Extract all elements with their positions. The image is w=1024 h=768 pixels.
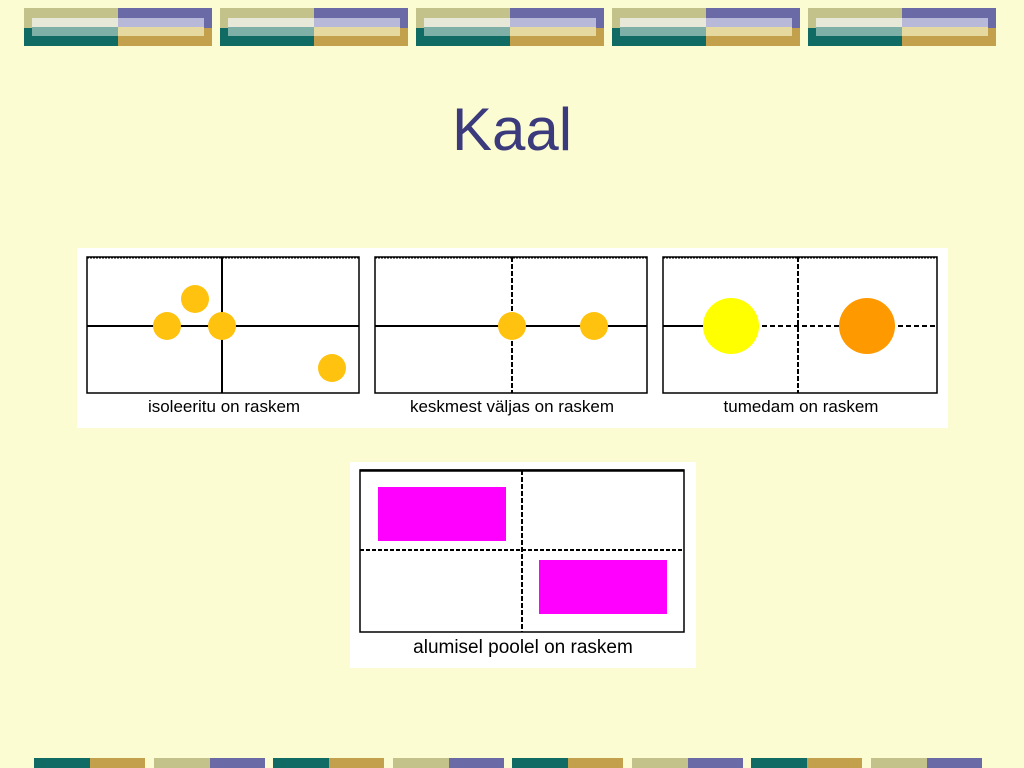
caption-isolated: isoleeritu on raskem bbox=[147, 397, 301, 416]
diagram-row: isoleeritu on raskem keskmest väljas on … bbox=[77, 248, 948, 428]
diagram-off-center: keskmest väljas on raskem bbox=[373, 248, 651, 428]
diagram-lower-half: alumisel poolel on raskem bbox=[350, 462, 696, 668]
top-decorative-banner bbox=[24, 8, 996, 46]
caption-darker: tumedam on raskem bbox=[723, 397, 879, 416]
slide-title: Kaal bbox=[451, 96, 573, 163]
diagram-darker-figure bbox=[662, 256, 938, 394]
diagram-lower-half-figure bbox=[359, 469, 685, 633]
diagram-isolated: isoleeritu on raskem bbox=[85, 248, 363, 428]
diagram-off-center-figure bbox=[374, 256, 648, 394]
diagram-darker: tumedam on raskem bbox=[661, 248, 941, 428]
caption-off-center: keskmest väljas on raskem bbox=[409, 397, 615, 416]
bottom-decorative-banner bbox=[34, 758, 982, 768]
diagram-isolated-figure bbox=[86, 256, 360, 394]
caption-lower-half: alumisel poolel on raskem bbox=[413, 637, 633, 658]
